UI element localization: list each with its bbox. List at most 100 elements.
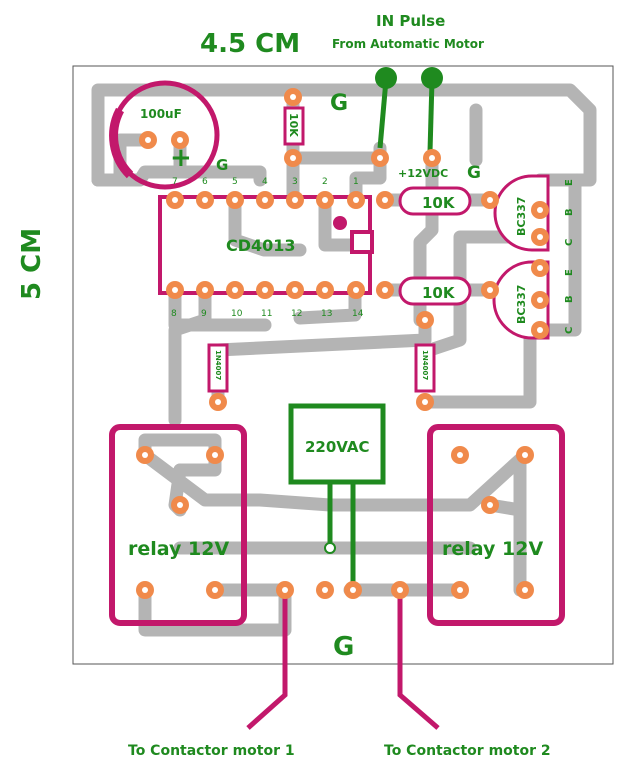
pad-hole	[522, 452, 528, 458]
pad-hole	[457, 587, 463, 593]
pad-hole	[382, 197, 388, 203]
relay-1-label: relay 12V	[128, 538, 229, 560]
pad-hole	[232, 197, 238, 203]
ic-pin-label-bottom: 8	[171, 309, 177, 319]
ic-pin-label-top: 2	[322, 177, 328, 187]
relay-2-label: relay 12V	[442, 538, 543, 560]
pad-hole	[322, 587, 328, 593]
pad-hole	[537, 265, 543, 271]
pad-hole	[487, 197, 493, 203]
t1-pin-b: B	[564, 208, 575, 216]
pad-hole	[537, 297, 543, 303]
diode-2-label: 1N4007	[421, 350, 429, 380]
resistor-1-label: 10K	[422, 194, 456, 212]
pad-hole	[177, 137, 183, 143]
pad-hole	[292, 287, 298, 293]
pad-hole	[537, 327, 543, 333]
ic-pin-label-bottom: 10	[231, 309, 243, 319]
resistor-10k-top	[283, 106, 305, 146]
pad-hole	[212, 452, 218, 458]
ic-pin1-dot	[333, 216, 347, 230]
pad-hole	[202, 197, 208, 203]
t1-pin-e: E	[564, 179, 575, 186]
pulse-input-wires	[377, 79, 435, 153]
pad-hole	[142, 587, 148, 593]
ic-pin-label-top: 1	[353, 177, 359, 187]
ic-pin-label-bottom: 9	[201, 309, 207, 319]
pad-hole	[429, 155, 435, 161]
pad-hole	[172, 197, 178, 203]
pulse-subtitle: From Automatic Motor	[332, 37, 484, 51]
ic-name-label: CD4013	[226, 236, 296, 255]
t2-pin-e: E	[564, 269, 575, 276]
pad-hole	[487, 502, 493, 508]
width-dimension-label: 4.5 CM	[200, 29, 300, 59]
pad-hole	[215, 399, 221, 405]
capacitor-plus: +	[170, 143, 192, 173]
pad-hole	[290, 155, 296, 161]
pad-hole	[172, 287, 178, 293]
vdc-label: +12VDC	[398, 167, 448, 180]
ic-pin-label-bottom: 13	[321, 309, 332, 319]
transistor-2-label: BC337	[515, 285, 528, 324]
pad-hole	[322, 287, 328, 293]
pulse-input-pad-2	[421, 67, 443, 89]
ic-notch	[350, 230, 374, 254]
pads	[136, 88, 549, 599]
relay-12v-2	[427, 424, 565, 626]
ic-pin-label-top: 6	[202, 177, 208, 187]
pad-hole	[457, 452, 463, 458]
transistor-1-label: BC337	[515, 197, 528, 236]
ic-pin-label-top: 3	[292, 177, 298, 187]
pad-hole	[202, 287, 208, 293]
output-1-label: To Contactor motor 1	[128, 743, 295, 759]
pad-hole	[350, 587, 356, 593]
pad-hole	[322, 197, 328, 203]
ic-pin-label-bottom: 11	[261, 309, 272, 319]
ic-pin-label-bottom: 12	[291, 309, 302, 319]
t1-pin-c: C	[564, 239, 575, 246]
capacitor-value: 100uF	[140, 107, 182, 121]
ic-pin-label-top: 7	[172, 177, 178, 187]
output-wires	[246, 592, 440, 730]
pad-hole	[142, 452, 148, 458]
pad-hole	[262, 197, 268, 203]
pad-hole	[397, 587, 403, 593]
pad-hole	[353, 287, 359, 293]
pad-hole	[232, 287, 238, 293]
t2-pin-c: C	[564, 327, 575, 334]
pad-hole	[382, 287, 388, 293]
output-2-label: To Contactor motor 2	[384, 743, 551, 759]
pad-hole	[522, 587, 528, 593]
ground-label-right: G	[467, 163, 481, 183]
pulse-input-pad-1	[375, 67, 397, 89]
resistor-10k-1	[398, 186, 472, 216]
transistor-bc337-2	[492, 260, 550, 340]
pad-hole	[422, 399, 428, 405]
pad-hole	[422, 317, 428, 323]
pad-hole	[145, 137, 151, 143]
ground-label-bottom: G	[333, 632, 354, 662]
t2-pin-b: B	[564, 295, 575, 303]
pad-hole	[290, 94, 296, 100]
pad-hole	[353, 197, 359, 203]
capacitor-100uf	[109, 80, 220, 190]
pad-hole	[212, 587, 218, 593]
pad-hole	[177, 502, 183, 508]
ground-label-top: G	[330, 91, 348, 116]
ac-label: 220VAC	[305, 438, 370, 456]
ac-input-block	[288, 403, 386, 485]
ic-pin-label-top: 5	[232, 177, 238, 187]
pad-hole	[537, 207, 543, 213]
diode-1n4007-2	[414, 343, 436, 393]
ac-junction	[324, 542, 336, 554]
pad-hole	[292, 197, 298, 203]
height-dimension-label: 5 CM	[17, 228, 47, 300]
relay-12v-1	[109, 424, 247, 626]
pad-hole	[282, 587, 288, 593]
diode-1n4007-1	[207, 343, 229, 393]
ic-pin-label-bottom: 14	[352, 309, 364, 319]
pulse-title: IN Pulse	[376, 12, 445, 30]
ground-label-cap: G	[216, 156, 228, 174]
ic-pin-label-top: 4	[262, 177, 268, 187]
